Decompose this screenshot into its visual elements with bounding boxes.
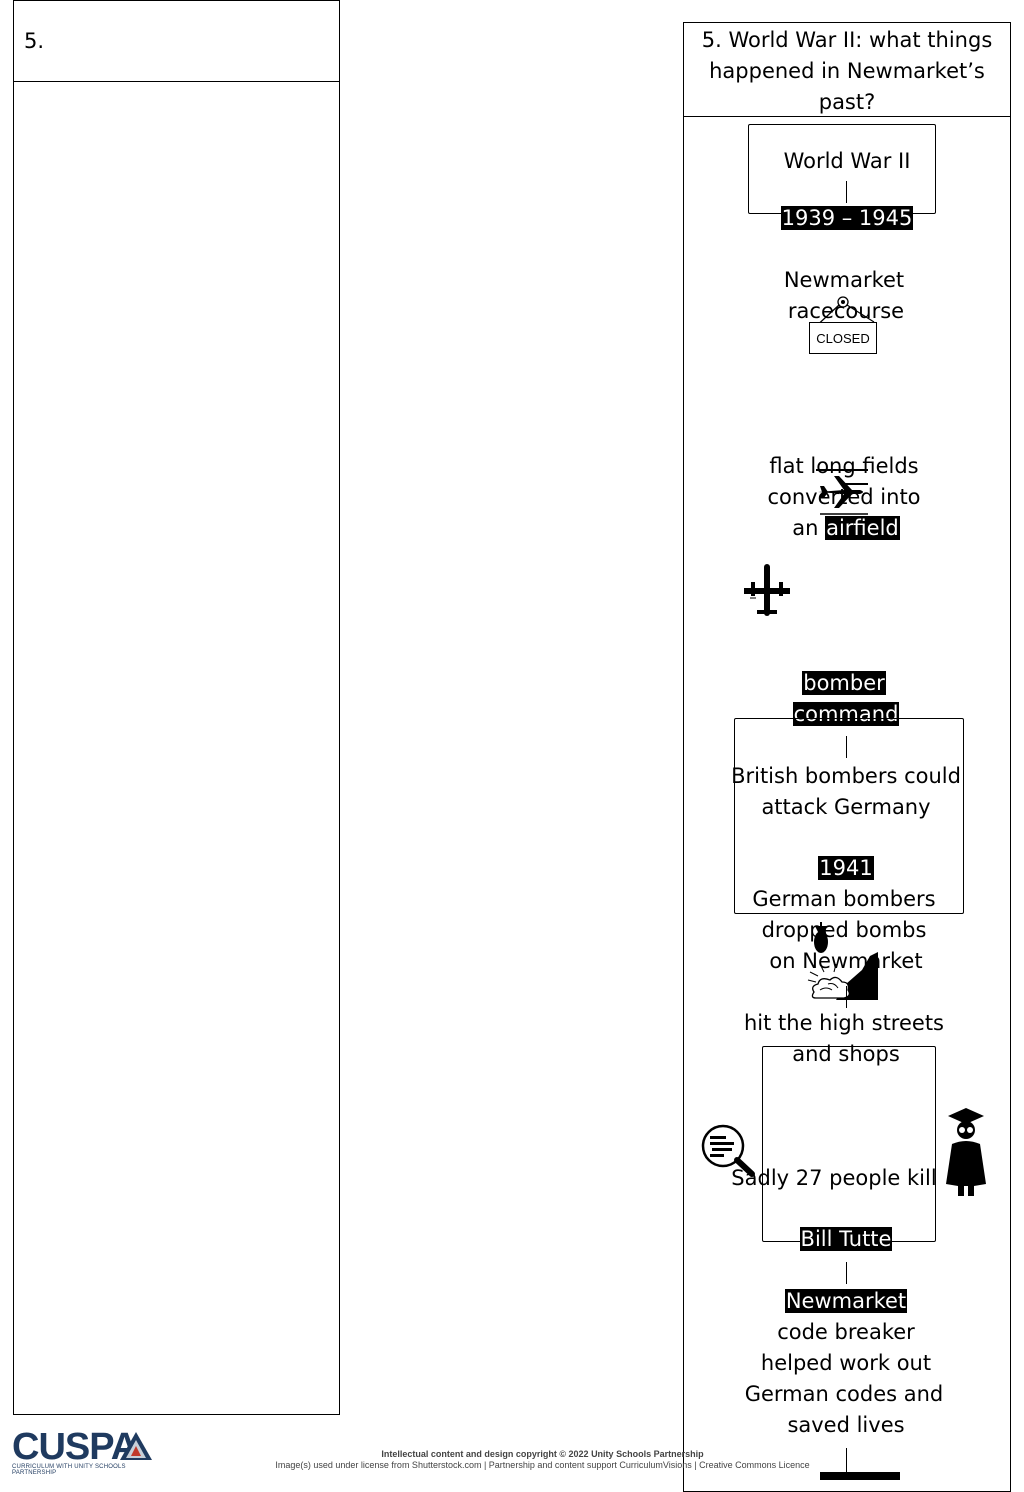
- racecourse-line2: racecourse: [787, 299, 905, 323]
- logo-text: CUSPA: [12, 1426, 138, 1468]
- footer-copyright: Intellectual content and design copyrigh…: [381, 1449, 704, 1459]
- logo-subtitle: CURRICULUM WITH UNITY SCHOOLS PARTNERSHI…: [12, 1464, 126, 1476]
- bomber-connector: [846, 736, 847, 758]
- closed-sign: CLOSED: [809, 322, 877, 354]
- codebreaker-line1: Newmarket: [784, 1289, 908, 1313]
- graduate-icon: [946, 1108, 986, 1196]
- aeroplane-icon: [816, 469, 868, 515]
- racecourse-sign-icon: [811, 296, 875, 331]
- racecourse-line1: Newmarket: [783, 268, 905, 292]
- codebreaker-line2: code breaker: [777, 1320, 915, 1344]
- fields-line1: flat long fields: [769, 454, 919, 478]
- codebreaker-line5: saved lives: [787, 1413, 905, 1437]
- ww2-title: World War II: [783, 149, 911, 173]
- german-line3: on Newmarket: [769, 949, 923, 973]
- right-knowledge-box: 5. World War II: what things happened in…: [683, 22, 1011, 1492]
- german-line1: German bombers: [752, 887, 936, 911]
- year-1941: 1941: [818, 856, 874, 880]
- tutte-name: Bill Tutte: [799, 1227, 893, 1251]
- footer-license: Image(s) used under license from Shutter…: [275, 1460, 810, 1470]
- codebreaker-line3: helped work out: [760, 1351, 932, 1375]
- left-answer-box: 5.: [13, 0, 340, 1415]
- fields-line3: an airfield: [792, 516, 900, 540]
- left-box-number: 5.: [14, 1, 339, 82]
- tutte-connector: [846, 1262, 847, 1284]
- british-line2: attack Germany: [761, 795, 931, 819]
- explosion-connector: [846, 986, 847, 1008]
- logo-triangle-icon: [120, 1432, 152, 1460]
- bomber-plane-icon: [744, 564, 790, 616]
- streets-frame: [762, 1046, 936, 1242]
- bomber-line1: bomber: [802, 671, 886, 695]
- bomber-line2: command: [792, 702, 900, 726]
- falling-bomb-icon: [814, 922, 828, 953]
- ww2-connector: [846, 181, 847, 203]
- sadly-text: Sadly 27 people kill: [731, 1166, 937, 1190]
- explosion-icon: [807, 952, 878, 1000]
- magnifier-document-icon: [701, 1124, 755, 1177]
- cuspa-logo: CUSPA CURRICULUM WITH UNITY SCHOOLS PART…: [12, 1426, 162, 1476]
- codebreaker-connector: [846, 1448, 847, 1472]
- right-box-heading: 5. World War II: what things happened in…: [684, 23, 1010, 117]
- ww2-dates: 1939 – 1945: [780, 206, 914, 230]
- bomber-frame: [734, 718, 964, 914]
- codebreaker-line4: German codes and: [744, 1382, 944, 1406]
- next-label-bar: [820, 1472, 900, 1480]
- hit-line1: hit the high streets: [743, 1011, 944, 1035]
- german-line2: dropped bombs: [761, 918, 927, 942]
- british-line1: British bombers could: [731, 764, 961, 788]
